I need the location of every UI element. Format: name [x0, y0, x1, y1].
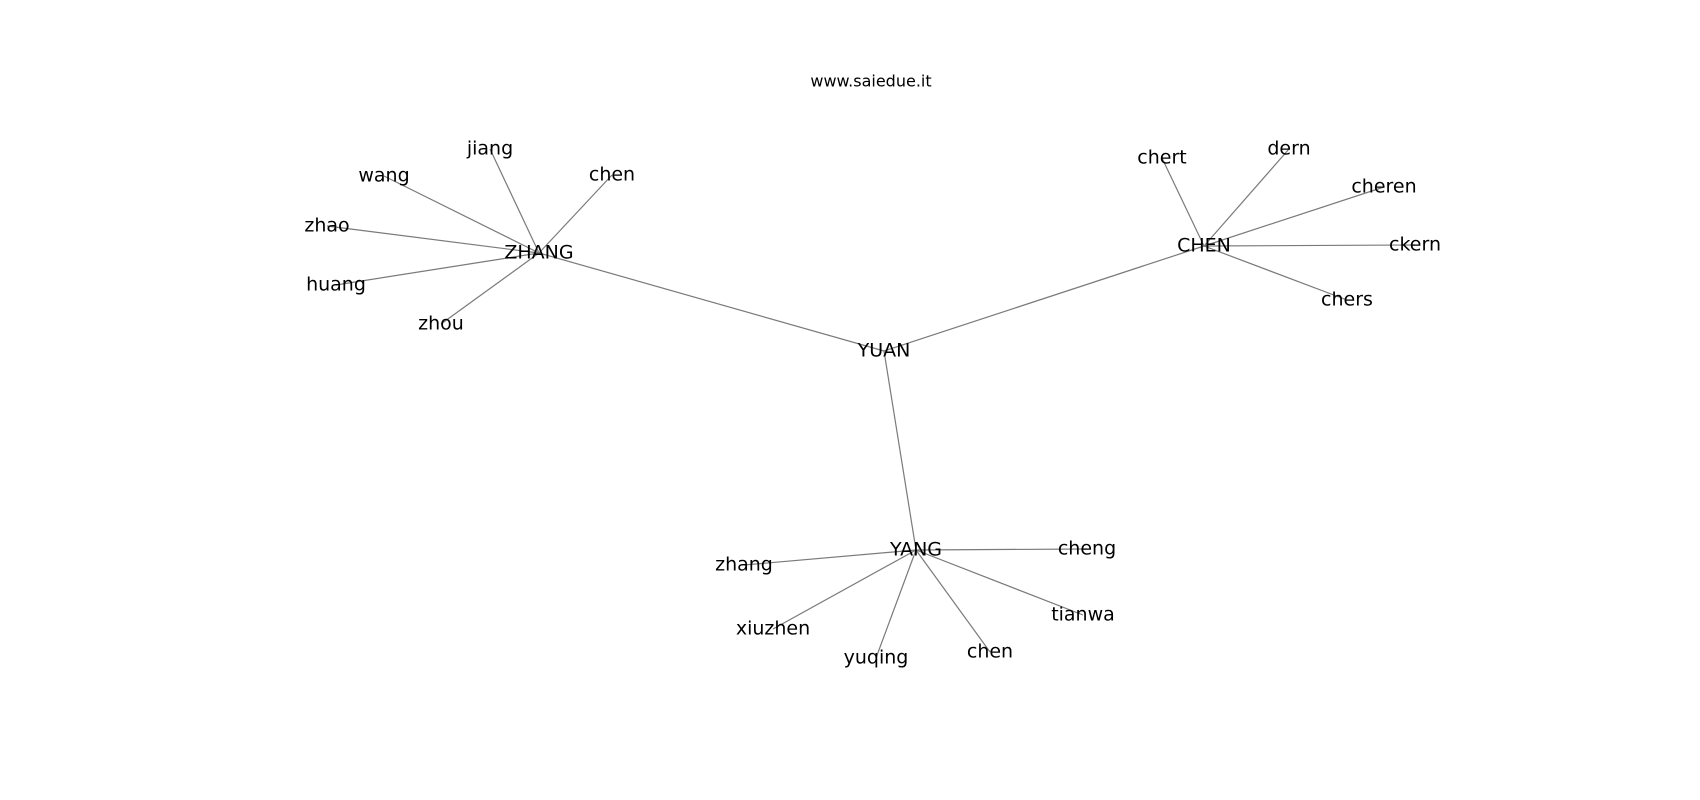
diagram-title: www.saiedue.it — [810, 72, 931, 91]
node-label-jiang: jiang — [466, 138, 513, 160]
edge-yang_hub-tianwa — [915, 549, 1084, 616]
edge-chen_hub-dern — [1203, 148, 1290, 247]
edge-zhang_hub-jiang — [489, 148, 540, 254]
node-layer: YUAN ZHANG CHEN YANG jiang wang chen zhao huang z… — [304, 138, 1441, 669]
edge-yang_hub-yuqing — [875, 549, 917, 659]
edge-chen_hub-cheren — [1203, 186, 1385, 247]
node-label-zhang_y: zhang — [715, 554, 773, 576]
node-label-zhang_hub: ZHANG — [504, 242, 573, 264]
node-label-yuan: YUAN — [857, 340, 911, 362]
node-label-dern: dern — [1267, 138, 1310, 160]
edge-yang_hub-cheng — [915, 548, 1088, 551]
edge-zhang_hub-zhou — [440, 252, 540, 325]
node-label-wang: wang — [358, 165, 409, 187]
node-label-chen_z: chen — [589, 164, 635, 186]
node-label-yang_hub: YANG — [889, 539, 942, 561]
edge-yuan-yang_hub — [883, 350, 917, 551]
node-label-chert: chert — [1137, 147, 1186, 169]
edge-chen_hub-chert — [1161, 157, 1205, 247]
node-label-chen_y: chen — [967, 641, 1013, 663]
node-label-chen_hub: CHEN — [1177, 235, 1231, 257]
node-label-tianwa: tianwa — [1051, 604, 1115, 626]
edge-layer — [326, 148, 1416, 659]
edge-zhang_hub-zhao — [326, 225, 540, 254]
node-label-cheng: cheng — [1058, 538, 1116, 560]
node-label-xiuzhen: xiuzhen — [736, 618, 810, 640]
edge-zhang_hub-wang — [383, 175, 540, 254]
node-label-cheren: cheren — [1351, 176, 1416, 198]
edge-zhang_hub-huang — [335, 252, 540, 286]
node-label-huang: huang — [306, 274, 366, 296]
edge-yuan-chen_hub — [883, 245, 1205, 352]
node-label-zhou: zhou — [418, 313, 464, 335]
node-label-chers: chers — [1321, 289, 1373, 311]
edge-chen_hub-chers — [1203, 245, 1348, 301]
node-label-yuqing: yuqing — [844, 647, 909, 669]
edge-yang_hub-xiuzhen — [772, 549, 917, 630]
node-label-ckern: ckern — [1389, 234, 1441, 256]
edge-zhang_hub-chen_z — [538, 174, 613, 254]
edge-yang_hub-chen_y — [915, 549, 991, 653]
edge-yuan-zhang_hub — [538, 252, 885, 352]
node-label-zhao: zhao — [304, 215, 349, 237]
edge-chen_hub-ckern — [1203, 244, 1416, 247]
edge-yang_hub-zhang_y — [743, 549, 917, 566]
